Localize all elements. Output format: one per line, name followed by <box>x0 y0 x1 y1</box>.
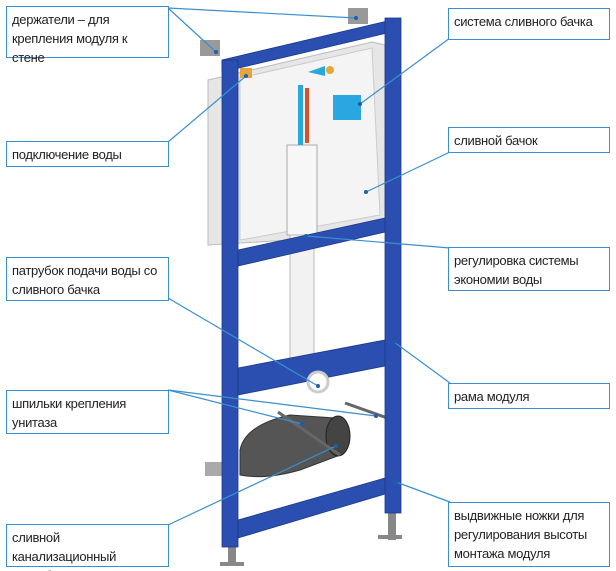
label-economy-adjust: регулировка системы экономии воды <box>448 247 610 291</box>
wall-holder <box>348 8 368 24</box>
supply-pipe-tube <box>286 144 318 236</box>
label-flush-system: система сливного бачка <box>448 8 610 40</box>
water-connection-fitting <box>240 68 252 78</box>
label-frame: рама модуля <box>448 383 610 409</box>
label-cistern: сливной бачок <box>448 127 610 153</box>
label-studs: шпильки крепления унитаза <box>6 390 169 434</box>
label-water-connection: подключение воды <box>6 141 169 167</box>
flush-block <box>333 95 361 120</box>
label-drain-pipe: сливной канализационный патрубок <box>6 524 169 571</box>
module-frame <box>221 17 402 548</box>
label-supply-pipe: патрубок подачи воды со сливного бачка <box>6 257 169 301</box>
label-legs: выдвижные ножки для регулирования высоты… <box>448 502 610 567</box>
label-holders: держатели – для крепления модуля к стене <box>6 6 169 65</box>
callout-lines <box>167 7 451 526</box>
